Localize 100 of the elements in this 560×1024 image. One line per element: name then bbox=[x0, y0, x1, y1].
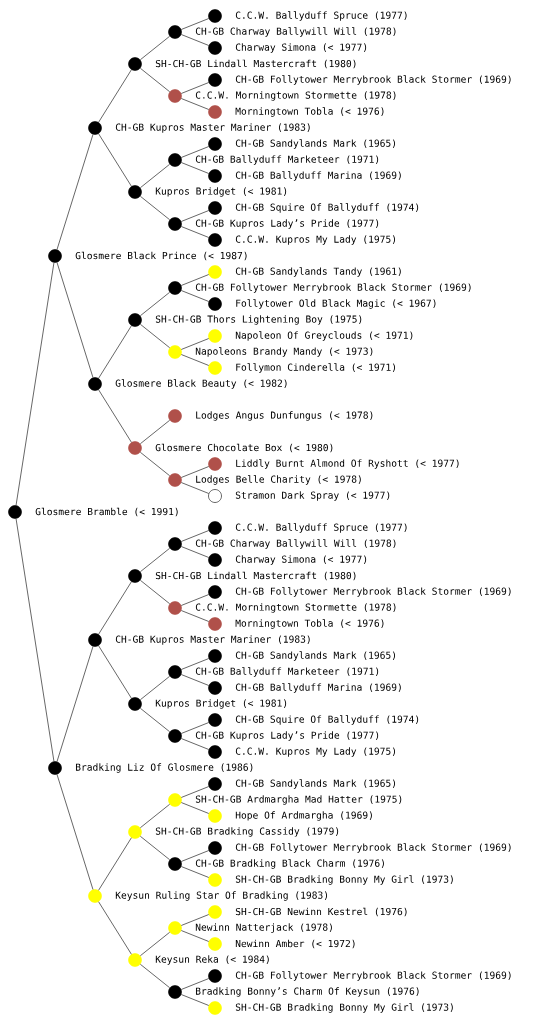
pedigree-line bbox=[181, 738, 209, 750]
dog-name: C.C.W. Kupros My Lady (1975) bbox=[235, 235, 395, 245]
dog-name: Glosmere Chocolate Box (< 1980) bbox=[155, 443, 333, 453]
pedigree-line bbox=[140, 803, 170, 829]
pedigree-line bbox=[140, 163, 170, 189]
pedigree-line bbox=[140, 547, 170, 573]
pedigree-line bbox=[140, 675, 170, 701]
pedigree-line bbox=[140, 67, 170, 93]
pedigree-line bbox=[181, 146, 209, 158]
dog-name: CH-GB Follytower Merrybrook Black Stormer (1969) bbox=[195, 283, 471, 293]
pedigree-line bbox=[98, 837, 132, 891]
pedigree-line bbox=[181, 930, 209, 942]
dog-name: C.C.W. Ballyduff Spruce (1977) bbox=[235, 523, 407, 533]
dog-name: SH-CH-GB Lindall Mastercraft (1980) bbox=[155, 571, 356, 581]
dog-name: Kupros Bridget (< 1981) bbox=[155, 187, 287, 197]
dog-name: Glosmere Black Prince (< 1987) bbox=[75, 251, 247, 261]
dog-name: CH-GB Kupros Master Mariner (1983) bbox=[115, 123, 310, 133]
dog-name: SH-CH-GB Lindall Mastercraft (1980) bbox=[155, 59, 356, 69]
pedigree-line bbox=[181, 466, 209, 478]
pedigree-line bbox=[98, 581, 132, 635]
pedigree-line bbox=[140, 419, 170, 445]
dog-name: Charway Simona (< 1977) bbox=[235, 43, 367, 53]
dog-name: SH-CH-GB Ardmargha Mad Hatter (1975) bbox=[195, 795, 402, 805]
dog-name: Morningtown Tobla (< 1976) bbox=[235, 107, 384, 117]
dog-name: Follymon Cinderella (< 1971) bbox=[236, 363, 395, 373]
pedigree-line bbox=[98, 69, 132, 123]
pedigree-line bbox=[181, 18, 209, 30]
pedigree-line bbox=[56, 646, 94, 762]
dog-name: CH-GB Charway Ballywill Will (1978) bbox=[195, 27, 396, 37]
pedigree-line bbox=[181, 978, 209, 990]
pedigree-line bbox=[181, 482, 209, 494]
pedigree-line bbox=[181, 994, 209, 1006]
pedigree-line bbox=[140, 291, 170, 317]
dog-name: CH-GB Squire Of Ballyduff (1974) bbox=[235, 203, 419, 213]
pedigree-line bbox=[181, 594, 209, 606]
dog-name: CH-GB Squire Of Ballyduff (1974) bbox=[235, 715, 419, 725]
pedigree-line bbox=[181, 34, 209, 46]
pedigree-line bbox=[140, 195, 170, 221]
dog-name: CH-GB Ballyduff Marketeer (1971) bbox=[195, 155, 379, 165]
dog-name: Liddly Burnt Almond Of Ryshott (< 1977) bbox=[236, 459, 459, 469]
pedigree-line bbox=[181, 210, 209, 222]
pedigree-line bbox=[98, 389, 132, 443]
dog-name: Charway Simona (< 1977) bbox=[235, 555, 367, 565]
pedigree-line bbox=[181, 546, 209, 558]
dog-name: C.C.W. Kupros My Lady (1975) bbox=[235, 747, 395, 757]
dog-name: Bradking Liz Of Glosmere (1986) bbox=[76, 763, 253, 773]
dog-name: CH-GB Sandylands Tandy (1961) bbox=[235, 267, 401, 277]
pedigree-line bbox=[181, 226, 209, 238]
dog-name: SH-CH-GB Bradking Cassidy (1979) bbox=[155, 827, 339, 837]
dog-name: C.C.W. Ballyduff Spruce (1977) bbox=[235, 11, 407, 21]
dog-name: CH-GB Ballyduff Marina (1969) bbox=[235, 171, 401, 181]
pedigree-line bbox=[140, 931, 170, 957]
pedigree-line bbox=[140, 35, 170, 61]
dog-name: Kupros Bridget (< 1981) bbox=[155, 699, 287, 709]
pedigree-line bbox=[181, 674, 209, 686]
pedigree-line bbox=[181, 530, 209, 542]
pedigree-line bbox=[181, 610, 209, 622]
dog-name: CH-GB Charway Ballywill Will (1978) bbox=[195, 539, 396, 549]
pedigree-line bbox=[15, 518, 55, 762]
dog-name: CH-GB Sandylands Mark (1965) bbox=[235, 139, 395, 149]
dog-name: Napoleons Brandy Mandy (< 1973) bbox=[195, 347, 373, 357]
pedigree-line bbox=[181, 274, 209, 286]
dog-name: SH-CH-GB Bradking Bonny My Girl (1973) bbox=[235, 1003, 453, 1013]
dog-name: Newinn Amber (< 1972) bbox=[235, 939, 355, 949]
pedigree-line bbox=[181, 914, 209, 926]
dog-name: Morningtown Tobla (< 1976) bbox=[235, 619, 384, 629]
dog-name: Glosmere Black Beauty (< 1982) bbox=[115, 379, 287, 389]
pedigree-line bbox=[140, 323, 170, 349]
dog-name: CH-GB Follytower Merrybrook Black Stormer (1969) bbox=[235, 587, 511, 597]
pedigree-line bbox=[181, 162, 209, 174]
pedigree-line bbox=[181, 354, 209, 366]
dog-name: CH-GB Ballyduff Marketeer (1971) bbox=[195, 667, 379, 677]
pedigree-line bbox=[98, 645, 132, 699]
dog-name: CH-GB Follytower Merrybrook Black Stormer (1969) bbox=[235, 75, 511, 85]
pedigree-line bbox=[56, 134, 94, 250]
dog-name: C.C.W. Morningtown Stormette (1978) bbox=[195, 603, 396, 613]
dog-name: Keysun Ruling Star Of Bradking (1983) bbox=[115, 891, 328, 901]
dog-name: Keysun Reka (< 1984) bbox=[155, 955, 269, 965]
pedigree-line bbox=[98, 901, 132, 955]
dog-name: CH-GB Kupros Master Mariner (1983) bbox=[115, 635, 310, 645]
dog-name: CH-GB Sandylands Mark (1965) bbox=[235, 651, 395, 661]
dog-name: CH-GB Follytower Merrybrook Black Stormer (1969) bbox=[235, 843, 511, 853]
dog-name: SH-CH-GB Bradking Bonny My Girl (1973) bbox=[235, 875, 453, 885]
dog-name: SH-CH-GB Newinn Kestrel (1976) bbox=[235, 907, 407, 917]
dog-name: C.C.W. Morningtown Stormette (1978) bbox=[195, 91, 396, 101]
dog-name: SH-CH-GB Thors Lightening Boy (1975) bbox=[155, 315, 362, 325]
dog-name: CH-GB Kupros Lady’s Pride (1977) bbox=[195, 219, 379, 229]
pedigree-line bbox=[181, 658, 209, 670]
pedigree-line bbox=[181, 786, 209, 798]
dog-name: Lodges Belle Charity (< 1978) bbox=[196, 475, 361, 485]
pedigree-line bbox=[181, 850, 209, 862]
pedigree-line bbox=[181, 338, 209, 350]
pedigree-line bbox=[181, 98, 209, 110]
pedigree-line bbox=[140, 579, 170, 605]
pedigree-line bbox=[140, 707, 170, 733]
pedigree-line bbox=[181, 82, 209, 94]
dog-name: CH-GB Ballyduff Marina (1969) bbox=[235, 683, 401, 693]
pedigree-line bbox=[56, 262, 94, 378]
pedigree-line bbox=[98, 325, 132, 379]
dog-name: CH-GB Kupros Lady’s Pride (1977) bbox=[195, 731, 379, 741]
